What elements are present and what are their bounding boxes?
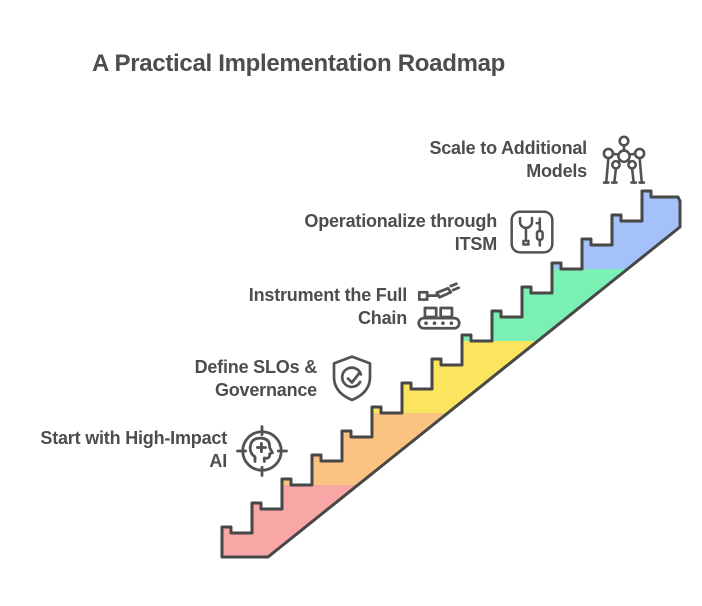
model-network-icon — [598, 133, 650, 189]
step-label-line1: Operationalize through — [304, 211, 497, 231]
step-label-line1: Start with High-Impact — [40, 428, 227, 448]
conveyor-icon — [412, 281, 466, 335]
step-label-start-high-impact-ai: Start with High-Impact AI — [0, 427, 227, 473]
step-label-line1: Scale to Additional — [429, 138, 587, 158]
wrench-tools-icon — [507, 207, 557, 257]
step-label-line2: AI — [209, 451, 227, 471]
step-label-instrument-full-chain: Instrument the Full Chain — [147, 284, 407, 330]
page-title: A Practical Implementation Roadmap — [92, 50, 506, 77]
step-label-define-slos-governance: Define SLOs & Governance — [57, 356, 318, 402]
step-label-line2: ITSM — [454, 234, 497, 254]
step-label-line1: Define SLOs & — [194, 357, 318, 377]
step-label-line2: Governance — [214, 380, 317, 400]
staircase-outline — [220, 189, 682, 559]
step-label-operationalize-itsm: Operationalize through ITSM — [237, 210, 497, 256]
step-label-scale-additional-models: Scale to Additional Models — [327, 137, 587, 183]
step-label-line2: Chain — [357, 308, 407, 328]
step-label-line1: Instrument the Full — [248, 285, 407, 305]
ai-target-icon — [234, 423, 290, 479]
stair-band-1 — [222, 485, 680, 557]
step-label-line2: Models — [526, 161, 587, 181]
shield-check-icon — [325, 351, 379, 405]
